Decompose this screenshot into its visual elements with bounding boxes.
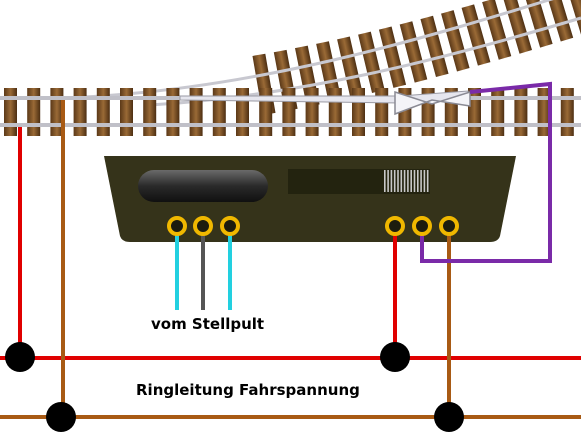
sleeper [560,88,574,136]
sleeper [461,4,491,66]
sleeper [96,88,110,136]
sleeper [4,88,17,136]
sleeper [358,31,385,93]
sleeper [399,21,428,83]
junction-nodes [5,342,464,432]
sleeper [441,10,470,72]
sleeper [378,26,407,88]
node-brown-right [434,402,464,432]
diverging-track-sleepers [252,0,581,116]
straight-rail-bottom [0,123,581,127]
motor-slider [384,170,429,192]
sleeper [328,88,342,136]
diverging-track [59,0,581,116]
sleeper [482,0,512,60]
terminal-control-1 [167,216,187,236]
sleeper [316,41,342,103]
sleeper [337,36,364,98]
node-brown-left [46,402,76,432]
sleeper [120,88,133,136]
terminal-switch-1 [385,216,405,236]
motor-terminals [167,216,459,236]
sleeper [236,88,249,136]
sleeper [282,88,296,136]
sleeper [27,88,41,136]
sleeper [523,0,553,48]
sleeper [189,88,203,136]
terminal-switch-3 [439,216,459,236]
switch-throw-bar [179,90,471,116]
terminal-control-3 [220,216,240,236]
terminal-switch-2 [412,216,432,236]
motor-slider-channel [288,169,430,194]
terminal-wires [175,81,552,417]
motor-coil-slot [138,170,268,202]
sleeper [352,88,365,136]
sleeper [514,88,528,136]
ring-line-wires [0,100,581,419]
frog-wire-purple [420,81,552,263]
label-ring-line: Ringleitung Fahrspannung [136,381,360,399]
node-red-left [5,342,35,372]
sleeper [305,88,319,136]
straight-track [0,88,581,136]
sleeper [420,15,449,78]
sleeper [491,88,505,136]
sleeper [166,88,180,136]
sleeper [563,0,581,36]
sleeper [543,0,574,42]
sleeper [212,88,226,136]
sleeper [259,88,273,136]
sleeper [73,88,87,136]
node-red-right [380,342,410,372]
label-from-control-panel: vom Stellpult [151,315,264,333]
terminal-control-2 [193,216,213,236]
diverging-rail-outer [59,0,554,100]
sleeper [502,0,533,54]
sleeper [143,88,157,136]
sleeper [375,88,389,136]
